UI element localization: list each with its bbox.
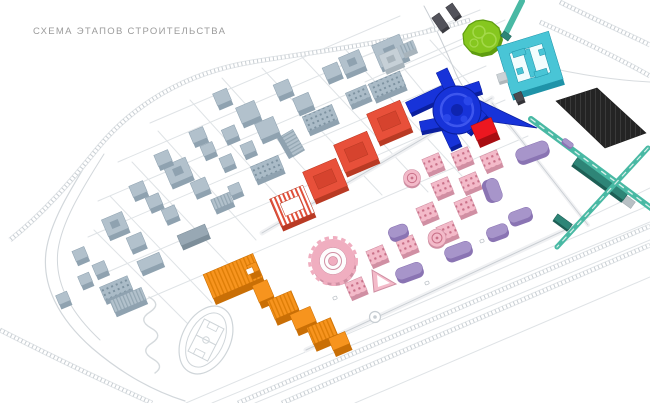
building — [144, 192, 165, 214]
triangle-courtyard — [377, 275, 390, 287]
building — [136, 251, 166, 277]
building — [212, 87, 234, 111]
building — [176, 223, 211, 251]
building — [552, 213, 573, 232]
building — [515, 140, 550, 165]
building — [301, 104, 340, 137]
building — [450, 146, 475, 172]
courtyard-quarter — [366, 99, 414, 147]
building — [101, 211, 131, 242]
stadium — [178, 305, 234, 375]
building — [55, 290, 73, 310]
black-hall — [555, 87, 647, 149]
building — [522, 48, 538, 78]
orange-complex — [202, 253, 353, 357]
vehicle — [332, 295, 338, 301]
building — [249, 154, 286, 186]
building — [344, 276, 369, 302]
red-pavilion — [470, 117, 501, 149]
building — [321, 61, 344, 85]
cylinder-pavilion — [427, 228, 447, 249]
building — [210, 191, 236, 215]
building — [91, 260, 111, 281]
building — [399, 39, 419, 59]
page-title: СХЕМА ЭТАПОВ СТРОИТЕЛЬСТВА — [33, 26, 227, 37]
building — [77, 271, 95, 291]
building — [445, 2, 463, 22]
building — [496, 71, 509, 86]
building — [561, 138, 574, 150]
cylinder-pavilion — [403, 169, 421, 189]
building — [395, 262, 424, 284]
pink-park-district — [308, 146, 504, 302]
building — [444, 241, 473, 263]
building — [388, 223, 410, 242]
building — [277, 129, 305, 160]
building — [71, 246, 91, 267]
building — [515, 66, 525, 76]
purple-blocks — [388, 140, 550, 284]
building — [481, 178, 503, 204]
building — [199, 141, 219, 162]
building — [327, 331, 353, 357]
building — [153, 149, 175, 172]
courtyard-quarter — [269, 184, 317, 232]
building — [245, 266, 255, 276]
building — [415, 201, 440, 227]
building — [254, 115, 282, 145]
vehicle — [479, 238, 485, 244]
gray-district — [55, 33, 419, 318]
red-quarters — [269, 99, 414, 232]
building — [272, 78, 295, 102]
building — [533, 67, 549, 79]
recreation-zone — [143, 296, 382, 375]
building — [378, 47, 406, 75]
building — [239, 140, 259, 161]
building — [345, 84, 373, 110]
building — [218, 153, 238, 174]
building — [235, 99, 263, 129]
building — [160, 204, 181, 226]
building — [537, 47, 547, 57]
building — [128, 180, 150, 203]
circular-ring-building — [308, 236, 358, 286]
building — [511, 47, 527, 59]
building — [486, 223, 510, 243]
building — [453, 195, 478, 221]
blue-core-complex — [405, 67, 538, 152]
north-landmarks — [431, 2, 647, 149]
building — [99, 275, 135, 305]
building — [202, 253, 266, 305]
building — [508, 207, 533, 227]
vehicle — [424, 280, 430, 286]
building — [189, 176, 212, 200]
building — [188, 126, 210, 149]
building — [421, 152, 446, 178]
building — [338, 49, 368, 80]
building — [479, 149, 504, 175]
building — [227, 181, 245, 201]
building — [431, 12, 450, 34]
courtyard-quarter — [302, 157, 350, 205]
building — [292, 91, 316, 117]
building — [367, 70, 408, 104]
building — [500, 30, 512, 42]
building — [458, 171, 483, 197]
teal-transit — [332, 0, 650, 301]
building — [125, 231, 148, 255]
building — [513, 90, 526, 106]
courtyard-quarter — [333, 130, 381, 178]
building — [220, 124, 241, 146]
building — [430, 176, 455, 202]
building — [365, 244, 390, 270]
building — [109, 287, 149, 318]
